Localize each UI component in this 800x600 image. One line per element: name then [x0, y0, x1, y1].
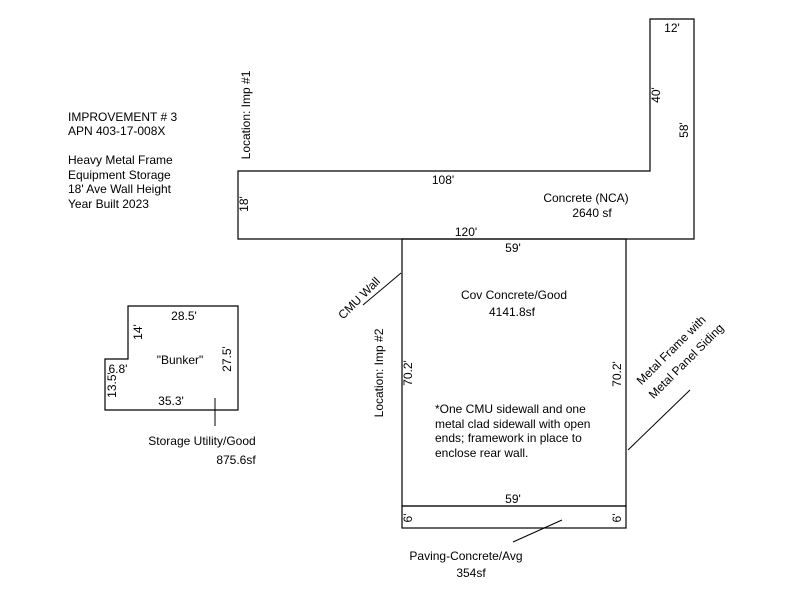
metal-frame-leader [627, 389, 691, 451]
dim-upper-18: 18' [237, 196, 251, 212]
dim-upper-40: 40' [649, 87, 663, 103]
bunker-name: "Bunker" [157, 353, 204, 367]
occupancy-type: Equipment Storage [68, 168, 171, 182]
dim-main-top: 59' [505, 241, 521, 255]
dim-upper-top: 12' [664, 21, 680, 35]
cov-concrete-label: Cov Concrete/Good [461, 288, 567, 302]
cov-concrete-area: 4141.8sf [489, 305, 536, 319]
dim-paving-right: 6' [610, 514, 624, 523]
apn-number: APN 403-17-008X [68, 124, 165, 138]
dim-bunker-14: 14' [131, 324, 145, 340]
storage-utility-area: 875.6sf [216, 453, 256, 467]
paving-outline [401, 505, 627, 529]
paving-label: Paving-Concrete/Avg [409, 549, 522, 563]
location-imp-1: Location: Imp #1 [239, 70, 253, 159]
paving-leader [512, 519, 563, 543]
year-built: Year Built 2023 [68, 197, 149, 211]
note-line-3: ends; framework in place to [435, 431, 582, 445]
dim-bunker-27-5: 27.5' [220, 346, 234, 372]
dim-upper-108: 108' [432, 173, 454, 187]
concrete-nca-outline [237, 18, 695, 240]
cov-concrete-outline [401, 238, 627, 507]
dim-upper-120: 120' [455, 225, 477, 239]
concrete-nca-label: Concrete (NCA) [543, 191, 628, 205]
dim-main-left: 70.2' [401, 360, 415, 386]
paving-area: 354sf [456, 566, 486, 580]
cmu-wall-leader [362, 272, 402, 306]
dim-paving-left: 6' [401, 514, 415, 523]
dim-bunker-35-3: 35.3' [158, 394, 184, 408]
concrete-nca-area: 2640 sf [572, 206, 612, 220]
dim-bunker-6-8: 6.8' [109, 362, 128, 376]
construction-type: Heavy Metal Frame [68, 153, 173, 167]
cmu-wall-label: CMU Wall [335, 274, 383, 322]
storage-utility-label: Storage Utility/Good [148, 434, 255, 448]
dim-upper-58: 58' [677, 122, 691, 138]
note-line-2: metal clad sidewall with open [435, 417, 590, 431]
dim-bunker-top: 28.5' [171, 309, 197, 323]
location-imp-2: Location: Imp #2 [372, 328, 386, 417]
note-line-1: *One CMU sidewall and one [435, 402, 586, 416]
dim-main-right: 70.2' [610, 361, 624, 387]
wall-height: 18' Ave Wall Height [68, 182, 172, 196]
dim-paving-top: 59' [505, 492, 521, 506]
bunker-outline [104, 305, 239, 411]
dim-bunker-13-5: 13.5' [105, 372, 119, 398]
improvement-title: IMPROVEMENT # 3 [68, 110, 177, 124]
note-line-4: enclose rear wall. [435, 446, 528, 460]
